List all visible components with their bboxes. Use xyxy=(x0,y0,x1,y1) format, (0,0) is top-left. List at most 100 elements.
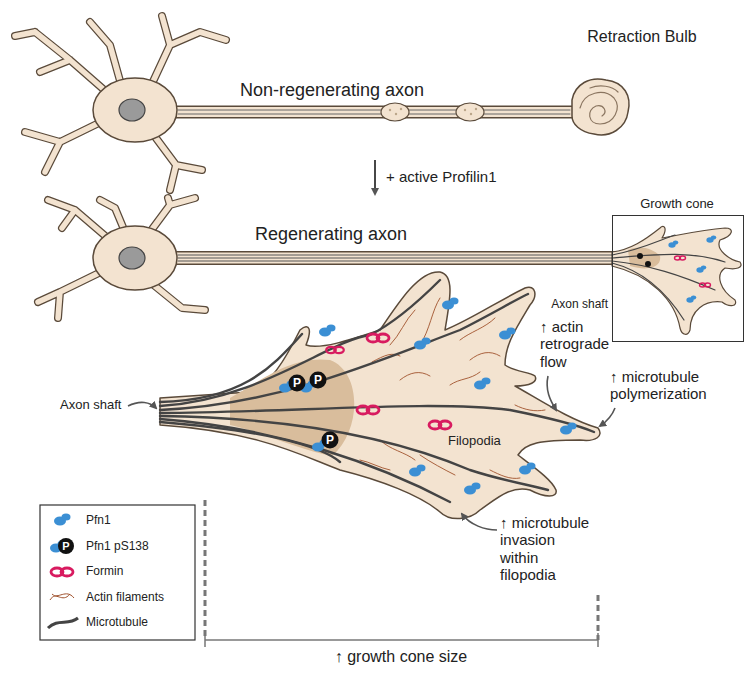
illustration-shape xyxy=(119,247,145,269)
illustration-shape xyxy=(93,226,177,290)
annotation-label: ↑ microtubule polymerization xyxy=(610,368,740,403)
phospho-mark: P xyxy=(58,539,74,553)
illustration-shape xyxy=(470,113,472,115)
illustration-shape xyxy=(50,594,74,600)
illustration-shape xyxy=(178,255,616,261)
illustration-shape xyxy=(128,402,156,408)
box-heading: Growth cone xyxy=(611,197,743,212)
illustration-shape xyxy=(696,266,706,273)
illustration-shape xyxy=(668,241,678,248)
legend-box xyxy=(40,505,195,640)
illustration-shape xyxy=(170,106,575,119)
annotation-label: Regenerating axon xyxy=(255,224,475,245)
illustration-shape xyxy=(160,280,440,406)
illustration-shape xyxy=(442,298,459,310)
legend-label: Microtubule xyxy=(86,616,148,630)
illustration-shape xyxy=(700,283,711,287)
illustration-shape xyxy=(170,253,616,264)
illustration-shape xyxy=(381,103,409,121)
illustration-shape xyxy=(326,347,344,353)
illustration-shape xyxy=(160,419,450,502)
annotation-label: + active Profilin1 xyxy=(386,168,566,185)
illustration-shape xyxy=(160,416,548,490)
illustration-shape xyxy=(178,110,570,114)
growth-cone-detail xyxy=(160,272,600,519)
illustration-shape xyxy=(15,16,575,190)
illustration-shape xyxy=(547,376,556,410)
illustration-shape xyxy=(429,421,451,429)
illustration-shape xyxy=(686,296,696,303)
illustration-shape xyxy=(205,639,598,641)
phospho-mark: P xyxy=(310,373,326,387)
leader-arrows xyxy=(128,376,615,530)
legend-label: Formin xyxy=(86,565,123,579)
annotation-label: Filopodia xyxy=(448,434,518,449)
illustration-shape xyxy=(205,500,598,640)
illustration-shape xyxy=(675,256,686,260)
illustration-shape xyxy=(499,328,516,340)
illustration-shape xyxy=(464,109,466,111)
illustration-shape xyxy=(367,334,389,342)
annotation-label: Retraction Bulb xyxy=(582,28,702,46)
illustration-shape xyxy=(322,432,339,449)
illustration-shape xyxy=(170,107,576,117)
phospho-mark: P xyxy=(289,376,305,390)
illustration-shape xyxy=(15,16,226,190)
illustration-shape xyxy=(119,99,145,121)
illustration-shape xyxy=(706,236,716,243)
illustration-shape xyxy=(58,538,74,554)
phospho-mark: P xyxy=(322,433,338,447)
annotation-label: ↑ growth cone size xyxy=(291,648,511,666)
illustration-shape xyxy=(160,294,528,410)
illustration-shape xyxy=(357,406,379,414)
illustration-shape xyxy=(560,423,577,435)
illustration-shape xyxy=(160,422,340,462)
illustration-shape xyxy=(205,633,598,647)
illustration-shape xyxy=(51,568,73,576)
annotation-label: ↑ actin retrograde flow xyxy=(540,318,632,370)
annotation-label: Axon shaft xyxy=(526,298,608,312)
upper-neuron xyxy=(15,16,629,190)
illustration-shape xyxy=(580,86,618,124)
illustration-shape xyxy=(645,261,651,267)
illustration-shape xyxy=(160,272,600,519)
legend-label: Actin filaments xyxy=(86,591,164,605)
transition-arrow xyxy=(374,160,376,194)
illustration-shape xyxy=(600,408,615,426)
inset-box: Growth cone xyxy=(612,215,744,342)
legend-label: Pfn1 xyxy=(86,514,111,528)
illustration-shape xyxy=(93,78,177,142)
illustration-shape xyxy=(628,248,660,269)
illustration-shape xyxy=(414,338,431,350)
illustration-shape xyxy=(160,280,594,502)
illustration-shape xyxy=(289,375,306,392)
illustration-shape xyxy=(612,226,741,334)
annotation-label: Axon shaft xyxy=(60,398,130,413)
lower-neuron xyxy=(38,198,741,334)
illustration-shape xyxy=(456,103,484,121)
illustration-shape xyxy=(464,483,481,495)
illustration-shape xyxy=(310,372,327,389)
illustration-shape xyxy=(637,253,643,259)
annotation-label: Non-regenerating axon xyxy=(240,80,480,101)
size-bracket xyxy=(205,500,598,647)
illustration-shape xyxy=(389,108,477,115)
illustration-shape xyxy=(319,325,336,337)
illustration-shape xyxy=(572,79,629,135)
illustration-shape xyxy=(54,514,71,526)
illustration-shape xyxy=(400,108,402,110)
illustration-shape xyxy=(395,113,397,115)
illustration-shape xyxy=(519,463,536,475)
illustration-shape xyxy=(15,16,226,190)
legend-label: Pfn1 pS138 xyxy=(86,540,149,554)
illustration-shape xyxy=(15,16,576,190)
illustration-shape xyxy=(612,235,725,320)
annotation-label: ↑ microtubule invasion within filopodia xyxy=(500,514,596,583)
illustration-shape xyxy=(409,465,426,477)
illustration-shape xyxy=(389,109,391,111)
illustration-shape xyxy=(475,108,477,110)
illustration-shape xyxy=(40,505,195,640)
illustration-shape xyxy=(474,378,491,390)
